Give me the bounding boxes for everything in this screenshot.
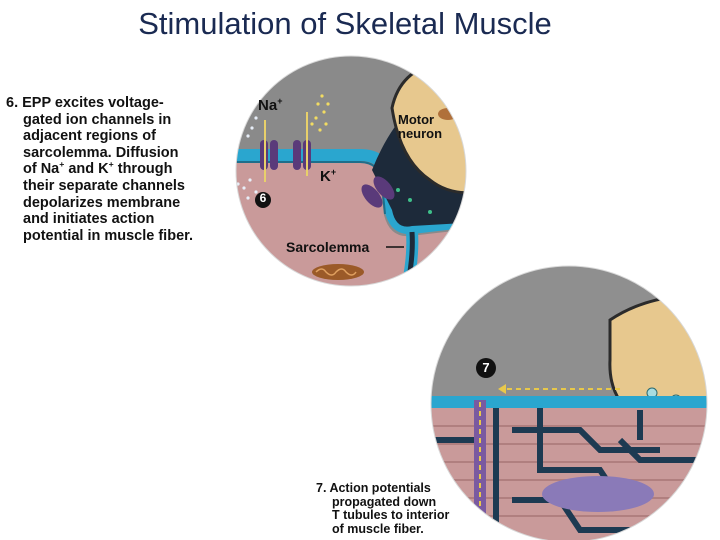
step6-caption: 6. EPP excites voltage- gated ion channe… [6,95,194,244]
k-label: K+ [320,167,337,186]
k-ions [310,94,330,132]
t-tubule-closeup-circle [431,266,707,540]
step7-caption: 7. Action potentials propagated down T t… [316,481,450,536]
ach-receptor [361,176,395,208]
step6-badge-circle [255,192,271,208]
synapse-closeup-circle [236,56,466,286]
slide-title: Stimulation of Skeletal Muscle [138,6,552,41]
motor-neuron-label: Motor neuron [398,112,443,141]
na-label: Na+ [258,96,283,115]
step7-badge: 7 [482,360,490,375]
step7-badge-circle [476,358,496,378]
mitochondrion [312,264,364,280]
step6-badge: 6 [259,191,267,205]
sarcolemma-label: Sarcolemma [286,239,370,255]
